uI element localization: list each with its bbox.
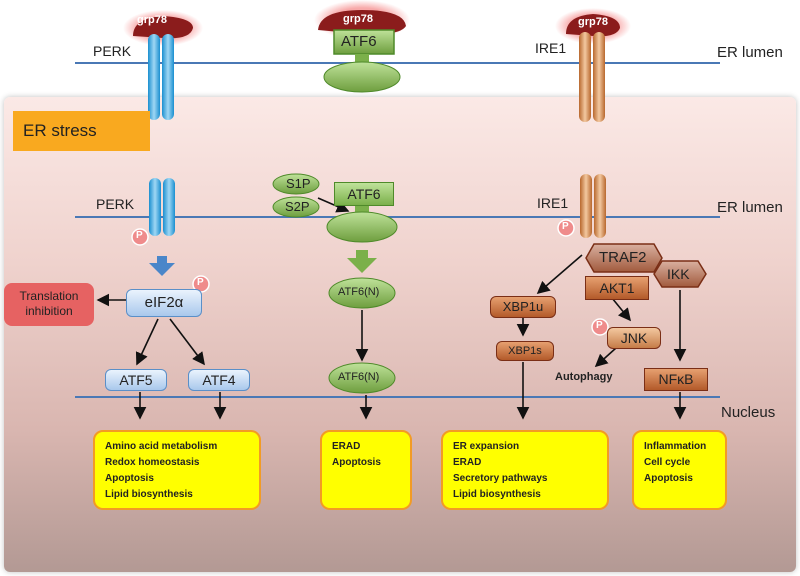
- s1p-oval: [272, 173, 320, 195]
- nucleus-label: Nucleus: [721, 404, 776, 421]
- perk-phospho-circle: [131, 228, 149, 246]
- grp78-label-ire1: grp78: [578, 16, 608, 28]
- outcome-ire1-item: ER expansion: [453, 441, 520, 452]
- ikk-label: IKK: [667, 266, 690, 282]
- outcome-atf6-item: ERAD: [332, 441, 361, 452]
- atf6-top-stem: [355, 54, 369, 64]
- outcome-perk-item: Amino acid metabolism: [105, 441, 218, 452]
- ire1-top-left: [579, 32, 591, 122]
- outcome-perk-item: Lipid biosynthesis: [105, 489, 193, 500]
- outcome-nfkb-item: Inflammation: [644, 441, 707, 452]
- jnk-phospho-label: P: [596, 320, 603, 331]
- perk-right: [163, 178, 175, 236]
- jnk-phospho-circle: [591, 318, 609, 336]
- perk-label-top: PERK: [93, 43, 132, 59]
- ire1-top-right: [593, 32, 605, 122]
- xbp1s-box: XBP1s: [496, 341, 554, 361]
- perk-top-left: [148, 34, 160, 120]
- grp78-ire1-shape: [566, 14, 620, 37]
- perk-top-right: [162, 34, 174, 120]
- er-stress-banner: ER stress: [13, 111, 150, 151]
- akt1-box: AKT1: [585, 276, 649, 300]
- traf2-hexagon: [585, 243, 663, 273]
- outcome-box-perk: Amino acid metabolism Redox homeostasis …: [93, 430, 261, 510]
- ire1-phospho-label: P: [562, 221, 569, 232]
- outcome-atf6-item: Apoptosis: [332, 457, 381, 468]
- atf6-box: ATF6: [334, 182, 394, 206]
- atf6-mid-lumen: [326, 211, 398, 243]
- perk-label: PERK: [96, 196, 135, 212]
- ire1-label-top: IRE1: [535, 40, 567, 56]
- perk-phospho-label: P: [136, 230, 143, 241]
- autophagy-label: Autophagy: [555, 371, 613, 383]
- outcome-ire1-item: ERAD: [453, 457, 482, 468]
- eif2a-box: eIF2α: [126, 289, 202, 317]
- atf6n-oval-1: [328, 277, 396, 309]
- s2p-oval: [272, 196, 320, 218]
- atf5-box: ATF5: [105, 369, 167, 391]
- perk-down-arrow: [149, 256, 175, 276]
- atf6-mid-stem: [355, 206, 369, 216]
- eif2a-phospho-label: P: [197, 277, 204, 288]
- grp78-label-atf6: grp78: [343, 13, 373, 25]
- grp78-atf6-shape: [318, 10, 406, 35]
- er-lumen-label-top: ER lumen: [717, 44, 783, 61]
- xbp1u-box: XBP1u: [490, 296, 556, 318]
- outcome-box-ire1: ER expansion ERAD Secretory pathways Lip…: [441, 430, 609, 510]
- atf6-down-arrow: [347, 250, 377, 273]
- ire1-label: IRE1: [537, 195, 569, 211]
- atf6n-label-2: ATF6(N): [338, 371, 380, 383]
- atf6-label-top: ATF6: [341, 33, 377, 50]
- ire1-left: [580, 174, 592, 238]
- outcome-nfkb-item: Apoptosis: [644, 473, 693, 484]
- er-lumen-label: ER lumen: [717, 199, 783, 216]
- ire1-right: [594, 174, 606, 238]
- outcome-box-atf6: ERAD Apoptosis: [320, 430, 412, 510]
- outcome-ire1-item: Secretory pathways: [453, 473, 548, 484]
- perk-left: [149, 178, 161, 236]
- translation-inhibition-box: Translation inhibition: [4, 283, 94, 326]
- s1p-label: S1P: [286, 176, 311, 191]
- outcome-perk-item: Redox homeostasis: [105, 457, 200, 468]
- ikk-hexagon: [653, 260, 707, 288]
- outcome-perk-item: Apoptosis: [105, 473, 154, 484]
- outcome-ire1-item: Lipid biosynthesis: [453, 489, 541, 500]
- traf2-label: TRAF2: [599, 249, 647, 266]
- grp78-label-perk: grp78: [137, 14, 167, 26]
- ire1-phospho-circle: [557, 219, 575, 237]
- atf4-box: ATF4: [188, 369, 250, 391]
- jnk-box: JNK: [607, 327, 661, 349]
- s2p-label: S2P: [285, 199, 310, 214]
- outcome-box-nfkb: Inflammation Cell cycle Apoptosis: [632, 430, 727, 510]
- grp78-perk-shape: [133, 16, 193, 39]
- nfkb-box: NFκB: [644, 368, 708, 391]
- atf6n-oval-2: [328, 362, 396, 394]
- atf6n-label-1: ATF6(N): [338, 286, 380, 298]
- atf6-top-lumen: [323, 61, 401, 93]
- outcome-nfkb-item: Cell cycle: [644, 457, 691, 468]
